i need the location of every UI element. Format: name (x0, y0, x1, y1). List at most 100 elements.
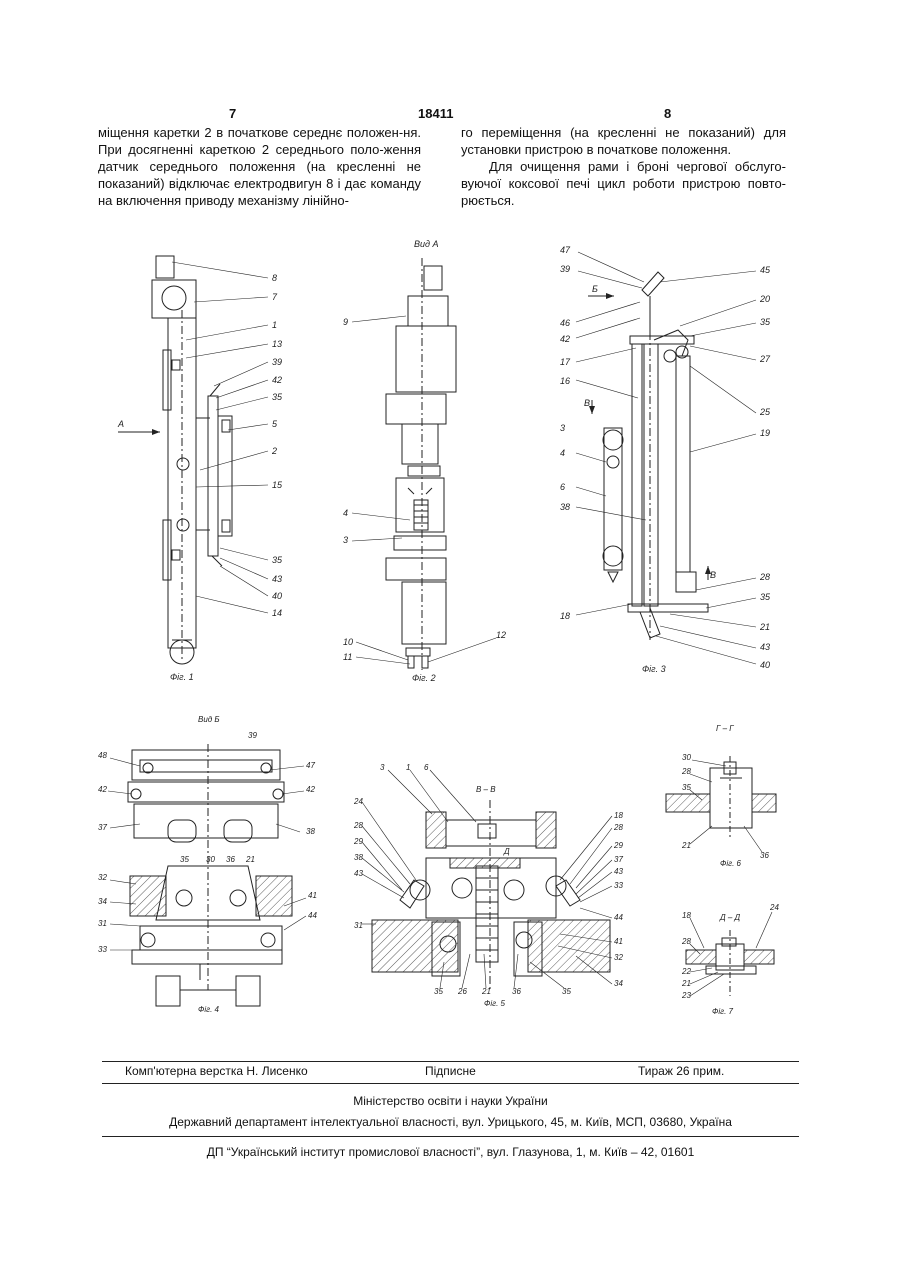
callout: 37 (98, 823, 107, 832)
callout: 31 (98, 919, 107, 928)
fig3-caption: Фіг. 3 (642, 664, 666, 674)
callout: 10 (343, 637, 353, 647)
callout: 18 (560, 611, 570, 621)
callout: Б (592, 284, 598, 294)
callout: 21 (481, 987, 491, 996)
callout: 44 (308, 911, 317, 920)
figure-2 (352, 258, 496, 670)
footer-institute: ДП “Український інститут промислової вла… (0, 1145, 901, 1159)
callout: 30 (206, 855, 215, 864)
callout: 42 (306, 785, 315, 794)
footer-compiler: Комп'ютерна верстка Н. Лисенко (125, 1064, 308, 1078)
callout: 39 (560, 264, 570, 274)
callout: 7 (272, 292, 278, 302)
fig1-caption: Фіг. 1 (170, 672, 194, 682)
callout: 41 (614, 937, 623, 946)
callout: В (710, 570, 716, 580)
callout: 34 (614, 979, 623, 988)
callout: 2 (271, 446, 277, 456)
callout: 15 (272, 480, 283, 490)
callout: 35 (760, 317, 771, 327)
fig6-caption: Фіг. 6 (720, 859, 742, 868)
callout: 35 (562, 987, 571, 996)
callout: 21 (681, 979, 691, 988)
fig2-caption: Фіг. 2 (412, 673, 436, 683)
callout: 47 (306, 761, 315, 770)
fig5-section-title: В – В (476, 785, 496, 794)
callout: 28 (353, 821, 363, 830)
callout: 35 (180, 855, 189, 864)
callout: 21 (245, 855, 255, 864)
callout: 4 (343, 508, 348, 518)
callout: 38 (306, 827, 315, 836)
callout: 19 (760, 428, 770, 438)
callout: 28 (613, 823, 623, 832)
callout: 1 (406, 763, 410, 772)
callout: 5 (272, 419, 278, 429)
figure-5 (362, 770, 612, 990)
callout: 36 (760, 851, 769, 860)
callout: 28 (759, 572, 770, 582)
callout: 32 (98, 873, 107, 882)
callout: 28 (681, 767, 691, 776)
callout: 11 (343, 652, 352, 662)
callout: 25 (759, 407, 771, 417)
fig1-view-arrow-label: А (117, 419, 124, 429)
callout: 40 (760, 660, 770, 670)
callout: 6 (424, 763, 429, 772)
callout: 39 (272, 357, 282, 367)
fig6-section-title: Г – Г (716, 724, 734, 733)
callout: 3 (560, 423, 565, 433)
callout: 42 (560, 334, 570, 344)
callout: 35 (434, 987, 443, 996)
callout: 38 (560, 502, 570, 512)
callout: 18 (614, 811, 623, 820)
callout: 18 (682, 911, 691, 920)
fig5-caption: Фіг. 5 (484, 999, 506, 1008)
callout: 45 (760, 265, 771, 275)
callout: 22 (681, 967, 691, 976)
callout: 21 (681, 841, 691, 850)
callout: 39 (248, 731, 257, 740)
callout: 44 (614, 913, 623, 922)
callout: 21 (759, 622, 770, 632)
footer-rule-top (102, 1061, 799, 1062)
callout: 8 (272, 273, 277, 283)
footer-department: Державний департамент інтелектуальної вл… (0, 1115, 901, 1129)
callout: 36 (226, 855, 235, 864)
callout: Д (503, 847, 510, 856)
callout: 3 (343, 535, 348, 545)
figure-7 (686, 912, 774, 996)
callout: 24 (769, 903, 779, 912)
callout: 12 (496, 630, 506, 640)
callout: 41 (308, 891, 317, 900)
figure-3 (576, 252, 756, 664)
callout: 35 (760, 592, 771, 602)
callout: 46 (560, 318, 570, 328)
callout: 35 (272, 392, 283, 402)
callout: 1 (272, 320, 277, 330)
callout: 43 (272, 574, 282, 584)
footer-signed: Підписне (425, 1064, 476, 1078)
callout: 34 (98, 897, 107, 906)
figure-4 (108, 744, 306, 1006)
fig7-caption: Фіг. 7 (712, 1007, 734, 1016)
callout: 24 (353, 797, 363, 806)
callout: 47 (560, 245, 571, 255)
footer-ministry: Міністерство освіти і науки України (0, 1094, 901, 1108)
callout: 30 (682, 753, 691, 762)
figure-1 (118, 256, 268, 664)
callout: 35 (272, 555, 283, 565)
callout: 37 (614, 855, 623, 864)
fig4-caption: Фіг. 4 (198, 1005, 220, 1014)
callout: 14 (272, 608, 282, 618)
callout: 43 (614, 867, 623, 876)
footer-rule-bottom (102, 1136, 799, 1137)
callout: 32 (614, 953, 623, 962)
callout: 33 (98, 945, 107, 954)
callout: 48 (98, 751, 107, 760)
callout: 13 (272, 339, 282, 349)
footer-circulation: Тираж 26 прим. (638, 1064, 724, 1078)
callout: 17 (560, 357, 571, 367)
callout: 29 (353, 837, 363, 846)
